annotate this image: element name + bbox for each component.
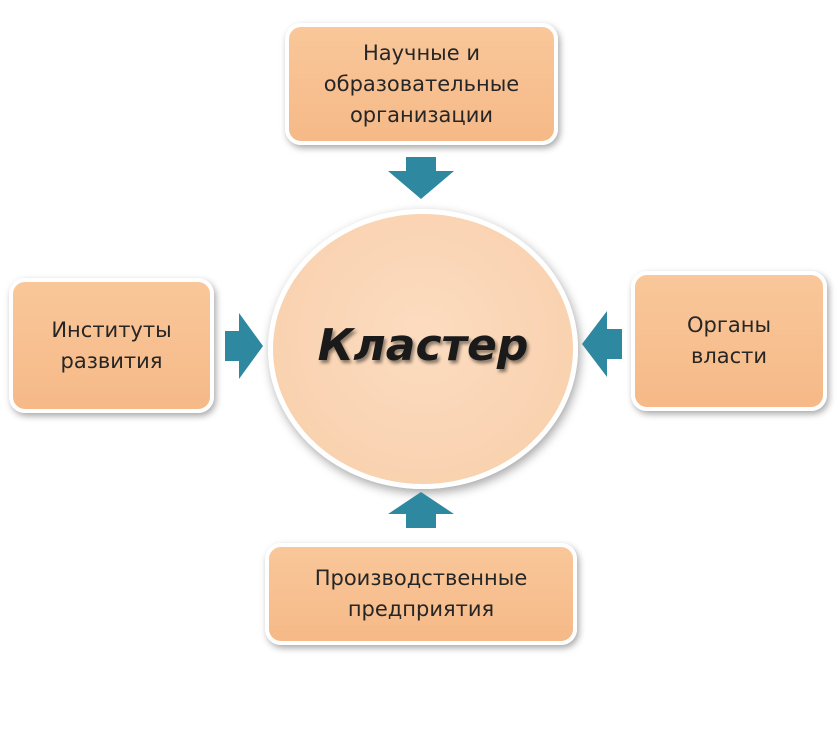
node-scientific-educational-organizations: Научные и образовательные организации <box>285 23 558 145</box>
cluster-circle: Кластер <box>268 209 578 489</box>
node-industrial-enterprises: Производственные предприятия <box>265 543 577 645</box>
arrow-down-icon <box>388 157 454 199</box>
node-label: Научные и образовательные организации <box>323 40 520 127</box>
node-government-authorities: Органы власти <box>631 271 827 411</box>
arrow-up-icon <box>388 492 454 528</box>
node-label: Производственные предприятия <box>314 566 528 621</box>
node-label: Институты развития <box>51 317 172 373</box>
arrow-left-icon <box>582 311 622 377</box>
node-development-institutions: Институты развития <box>9 278 214 413</box>
cluster-label: Кластер <box>317 319 529 371</box>
node-label: Органы власти <box>686 313 772 368</box>
arrow-right-icon <box>225 313 263 379</box>
